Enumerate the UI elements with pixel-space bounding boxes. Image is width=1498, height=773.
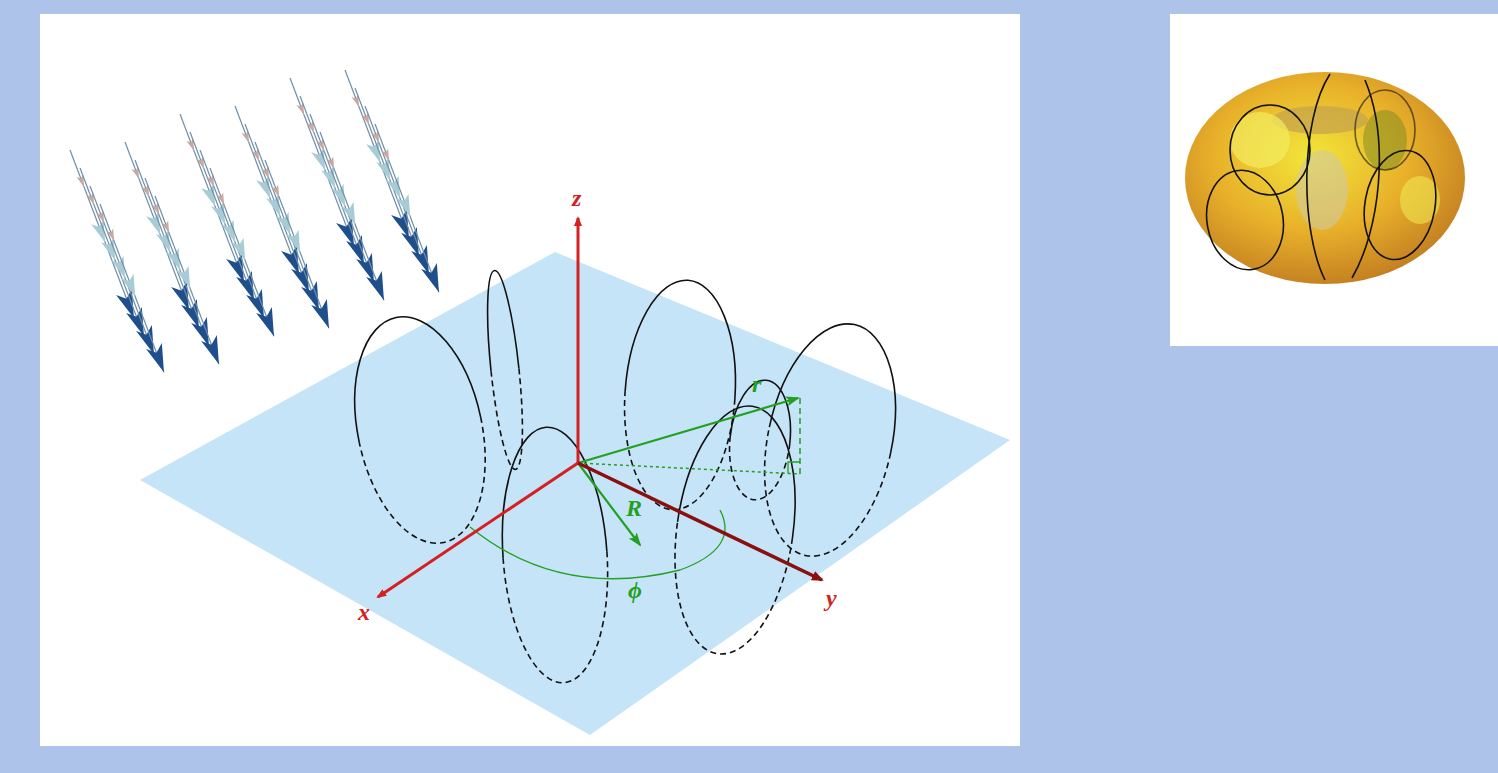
- field-arrowhead: [166, 248, 180, 271]
- field-line: [265, 160, 329, 328]
- field-arrowhead: [311, 299, 329, 328]
- field-arrowhead: [321, 166, 335, 189]
- field-arrowhead: [161, 221, 169, 233]
- inset-panel: [1170, 14, 1498, 346]
- field-line: [70, 150, 134, 318]
- x-axis: [378, 463, 578, 597]
- field-line: [355, 88, 419, 256]
- vector-label: r: [752, 372, 761, 396]
- field-arrowhead: [421, 263, 439, 292]
- field-arrowhead: [271, 185, 279, 197]
- y-axis: [578, 463, 822, 580]
- field-arrowhead: [111, 256, 125, 279]
- field-arrowhead: [231, 238, 245, 261]
- field-line: [90, 186, 154, 354]
- field-arrowhead: [176, 266, 190, 289]
- axis-label: y: [826, 586, 837, 610]
- field-arrowhead: [366, 140, 380, 163]
- field-arrowhead: [121, 274, 135, 297]
- field-line: [125, 142, 189, 310]
- field-arrowhead: [221, 220, 235, 243]
- field-arrowhead: [331, 184, 345, 207]
- field-line: [345, 70, 409, 238]
- field-arrowhead: [266, 194, 280, 217]
- field-arrowhead: [326, 157, 334, 169]
- phi-arc: [470, 510, 725, 579]
- main-panel: [40, 14, 1020, 746]
- field-loops: [335, 269, 915, 686]
- axis-label: x: [358, 600, 370, 624]
- field-arrowhead: [376, 158, 390, 181]
- angle-label: ϕ: [628, 578, 642, 602]
- field-arrowhead: [256, 176, 270, 199]
- field-line: [180, 114, 244, 282]
- field-arrowhead: [276, 212, 290, 235]
- field-arrowhead: [256, 307, 274, 336]
- field-arrowhead: [341, 202, 355, 225]
- field-line: [235, 106, 299, 274]
- field-arrowhead: [146, 343, 164, 372]
- field-arrowhead: [156, 230, 170, 253]
- axis-label: z: [572, 186, 581, 210]
- field-line: [145, 178, 209, 346]
- field-line: [190, 132, 254, 300]
- field-arrowhead: [216, 193, 224, 205]
- field-line: [255, 142, 319, 310]
- xy-plane: [140, 252, 1010, 735]
- torus: [1185, 72, 1465, 284]
- field-arrowhead: [381, 149, 389, 161]
- field-line: [135, 160, 199, 328]
- field-line: [200, 150, 264, 318]
- field-arrowhead: [201, 335, 219, 364]
- r-projection: [578, 463, 800, 474]
- field-line: [320, 132, 384, 300]
- field-arrowhead: [101, 238, 115, 261]
- field-arrowhead: [286, 230, 300, 253]
- z-axis: [577, 218, 580, 463]
- field-arrowhead: [201, 184, 215, 207]
- incident-field-arrows: [70, 70, 439, 372]
- field-arrowhead: [91, 220, 105, 243]
- field-arrowhead: [396, 194, 410, 217]
- field-line: [210, 168, 274, 336]
- field-line: [155, 196, 219, 364]
- field-line: [365, 106, 429, 274]
- field-line: [80, 168, 144, 336]
- field-arrowhead: [366, 271, 384, 300]
- field-arrowhead: [311, 148, 325, 171]
- field-line: [245, 124, 309, 292]
- field-arrowhead: [146, 212, 160, 235]
- right-angle-mark: [788, 462, 800, 473]
- field-arrowhead: [211, 202, 225, 225]
- field-line: [375, 124, 439, 292]
- field-line: [100, 204, 164, 372]
- r-vector: [578, 398, 798, 463]
- field-arrowhead: [386, 176, 400, 199]
- field-line: [290, 78, 354, 246]
- vector-label: R: [626, 496, 642, 520]
- field-arrowhead: [106, 229, 114, 241]
- field-line: [300, 96, 364, 264]
- field-line: [310, 114, 374, 282]
